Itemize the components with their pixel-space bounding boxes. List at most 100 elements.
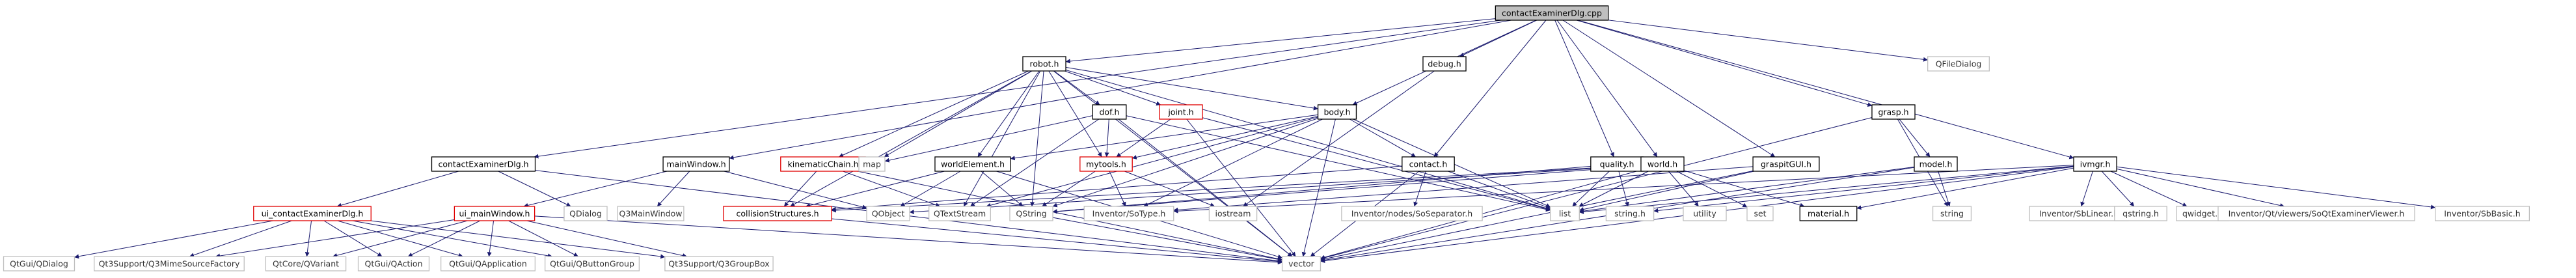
node-label: set [1754,209,1766,219]
node-model_h[interactable]: model.h [1914,156,1958,172]
node-grasp_h[interactable]: grasp.h [1871,104,1916,120]
node-joint_h[interactable]: joint.h [1159,104,1203,120]
edge-mytools_h-to-Inventor_SoType_h [1109,171,1126,207]
node-label: contactExaminerDlg.cpp [1502,8,1602,18]
node-label: Inventor/SbLinear.h [2039,209,2119,219]
node-box [265,256,347,271]
node-label: Q3MainWindow [619,209,683,219]
edge-robot_h-to-worldElement_h [977,70,1040,158]
edge-robot_h-to-vector [1053,70,1293,257]
edge-mainWindow_h-to-Q3MainWindow [657,171,690,207]
node-box [1079,156,1133,172]
node-label: quality.h [1600,160,1634,169]
node-box [1159,104,1203,120]
node-label: map [863,160,881,169]
node-label: body.h [1323,107,1350,117]
node-ui_contactExaminerDlg_h[interactable]: ui_contactExaminerDlg.h [253,206,372,221]
node-label: grasp.h [1878,107,1908,117]
node-label: QString [1016,209,1046,219]
node-label: vector [1288,259,1315,269]
edge-layer [74,18,2435,265]
node-Inventor_SbBasic_h: Inventor/SbBasic.h [2434,206,2530,221]
node-QString: QString [1009,206,1053,221]
node-vector: vector [1281,256,1322,271]
node-label: world.h [1647,160,1677,169]
node-box [1402,156,1455,172]
edge-ui_contactExaminerDlg_h-to-QtCore_QVariant [305,220,312,257]
node-label: list [1559,209,1571,219]
edge-mainWindow_h-to-QObject [724,171,867,210]
node-label: ui_mainWindow.h [459,209,530,219]
edge-robot_h-to-kinematicChain_h [838,70,1029,158]
node-label: utility [1693,209,1716,219]
edge-body_h-to-worldElement_h [1010,114,1318,161]
node-box [1022,56,1066,72]
edge-ui_contactExaminerDlg_h-to-Qt3Support_Q3MimeSourceFactory [189,220,292,258]
node-QtGui_QDialog: QtGui/QDialog [3,256,75,271]
node-Inventor_Qt_viewers_SoQtExaminerViewer_h: Inventor/Qt/viewers/SoQtExaminerViewer.h [2217,206,2415,221]
edge-ivmgr_h-to-qstring_h [2101,171,2135,207]
node-box [454,206,536,221]
edge-ui_mainWindow_h-to-Qt3Support_Q3GroupBox [526,220,688,258]
node-label: kinematicChain.h [787,160,858,169]
edge-robot_h-to-mytools_h [1048,70,1102,158]
node-worldElement_h[interactable]: worldElement.h [934,156,1011,172]
node-contact_h[interactable]: contact.h [1402,156,1455,172]
node-debug_h[interactable]: debug.h [1422,56,1467,72]
node-box [662,156,730,172]
node-label: joint.h [1167,107,1193,117]
node-box [934,156,1011,172]
node-material_h[interactable]: material.h [1799,206,1858,221]
node-box [929,206,991,221]
edge-ivmgr_h-to-Inventor_SbLinear_h [2080,171,2093,207]
node-mytools_h[interactable]: mytools.h [1079,156,1133,172]
edge-robot_h-to-map [884,70,1033,158]
node-graspitGUI_h[interactable]: graspitGUI.h [1752,156,1820,172]
node-box [94,256,245,271]
node-box [1746,206,1774,221]
node-label: material.h [1808,209,1849,219]
node-body_h[interactable]: body.h [1317,104,1357,120]
node-label: ui_contactExaminerDlg.h [262,209,364,219]
node-world_h[interactable]: world.h [1640,156,1685,172]
edge-robot_h-to-list [1065,70,1551,211]
node-label: QtGui/QButtonGroup [550,259,634,269]
edge-worldElement_h-to-QObject [900,171,961,207]
node-label: Inventor/SbBasic.h [2444,209,2520,219]
node-robot_h[interactable]: robot.h [1022,56,1066,72]
edge-grasp_h-to-vector [1320,117,1873,260]
node-QtGui_QAction: QtGui/QAction [357,256,430,271]
edge-quality_h-to-string_h [1618,171,1629,207]
node-quality_h[interactable]: quality.h [1590,156,1644,172]
node-contactExaminerDlg_cpp[interactable]: contactExaminerDlg.cpp [1495,5,1609,21]
node-box [1317,104,1357,120]
edge-worldElement_h-to-collisionStructures_h [806,171,945,208]
node-kinematicChain_h[interactable]: kinematicChain.h [780,156,866,172]
edge-contactExaminerDlg_cpp-to-grasp_h [1576,20,1873,107]
node-label: QtGui/QAction [364,259,422,269]
edge-kinematicChain_h-to-QTextStream [843,171,940,208]
node-collisionStructures_h[interactable]: collisionStructures.h [723,206,832,221]
edge-contactExaminerDlg_cpp-to-world_h [1556,20,1658,158]
edge-joint_h-to-list [1202,117,1551,211]
node-mainWindow_h[interactable]: mainWindow.h [662,156,730,172]
edge-world_h-to-utility [1668,171,1699,207]
edge-mainWindow_h-to-ui_mainWindow_h [523,171,668,208]
node-box [1422,56,1467,72]
node-contactExaminerDlg_h[interactable]: contactExaminerDlg.h [431,156,536,172]
node-box [563,206,608,221]
node-set: set [1746,206,1774,221]
edge-robot_h-to-collisionStructures_h [790,70,1032,207]
edge-graspitGUI_h-to-Inventor_SoType_h [1173,166,1754,212]
edge-world_h-to-QString [1052,165,1642,214]
node-map: map [858,156,886,172]
node-box [1605,206,1655,221]
node-ivmgr_h[interactable]: ivmgr.h [2073,156,2117,172]
node-box [1495,5,1609,21]
node-dof_h[interactable]: dof.h [1092,104,1127,120]
node-label: QtGui/QApplication [449,259,527,269]
node-ui_mainWindow_h[interactable]: ui_mainWindow.h [454,206,536,221]
node-label: QtGui/QDialog [10,259,68,269]
